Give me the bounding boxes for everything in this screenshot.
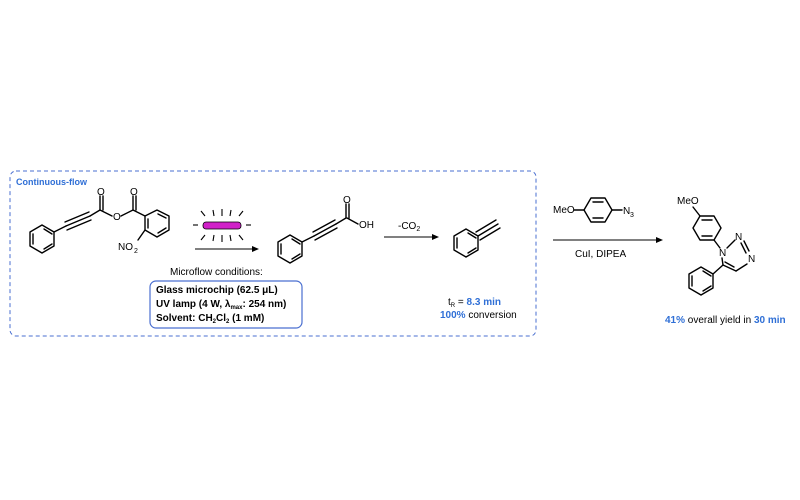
condition-microchip: Glass microchip (62.5 μL) [156,285,278,296]
continuous-flow-label: Continuous-flow [16,177,88,187]
triazole-product: MeO N N N [677,196,755,296]
svg-text:N: N [735,232,742,243]
reaction-arrow-2 [384,234,439,240]
phenylpropiolic-acid: O OH [277,195,374,264]
svg-text:MeO: MeO [677,196,699,207]
methoxyphenyl-azide: MeO N 3 [553,197,634,223]
decarboxylation-label: -CO2 [398,221,420,233]
condition-uv-lamp: UV lamp (4 W, λmax: 254 nm) [156,299,286,311]
svg-text:NO: NO [118,242,133,253]
uv-lamp-icon [193,209,251,242]
svg-text:2: 2 [134,248,138,255]
conditions-box [149,280,303,329]
phenylacetylene [453,219,501,258]
svg-text:MeO: MeO [553,205,575,216]
starting-anhydride: O O O NO 2 [29,187,170,255]
svg-text:OH: OH [359,220,374,231]
svg-text:O: O [97,187,105,198]
microflow-conditions-header: Microflow conditions: [170,267,263,278]
svg-text:O: O [343,195,351,206]
conversion-label: 100% conversion [440,310,517,321]
click-reagents: CuI, DIPEA [575,249,626,260]
reaction-arrow-1 [195,246,259,252]
svg-text:N: N [748,254,755,265]
svg-text:N: N [623,206,630,217]
condition-solvent: Solvent: CH2Cl2 (1 mM) [156,313,264,325]
reaction-arrow-3 [553,237,663,243]
residence-time: tR = 8.3 min [448,297,501,309]
svg-text:O: O [130,187,138,198]
svg-text:N: N [719,248,726,259]
overall-yield: 41% overall yield in 30 min [665,315,786,326]
svg-text:3: 3 [630,212,634,219]
svg-text:O: O [113,212,121,223]
